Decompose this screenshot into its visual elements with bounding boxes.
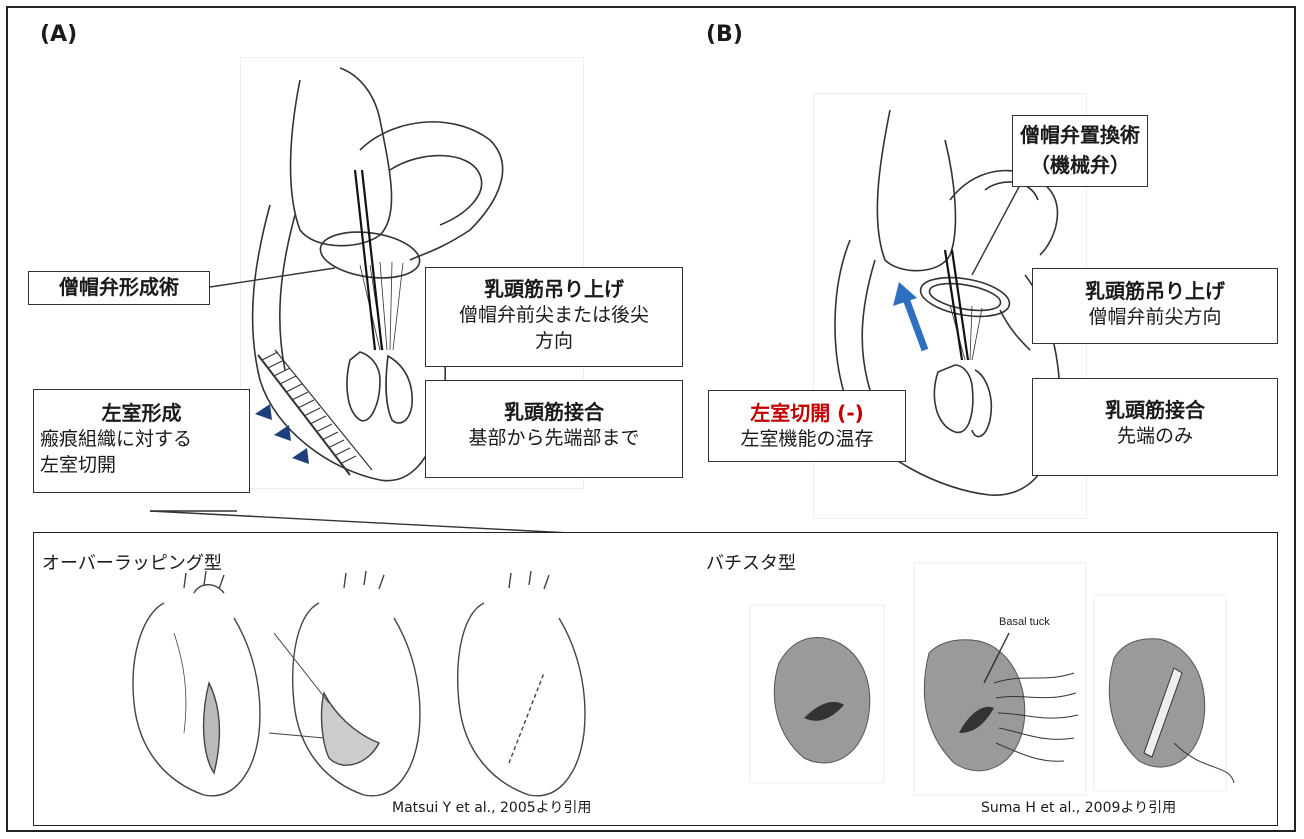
pm-suspension-box-b: 乳頭筋吊り上げ 僧帽弁前尖方向 bbox=[1032, 268, 1278, 344]
mvr-line2: （機械弁） bbox=[1013, 150, 1147, 180]
basal-tuck-label: Basal tuck bbox=[999, 616, 1050, 628]
lower-illustrations: Basal tuck bbox=[34, 533, 1279, 827]
pm-suspension-desc-b: 僧帽弁前尖方向 bbox=[1033, 304, 1277, 330]
overlap-heart-3 bbox=[458, 571, 585, 796]
batista-heart-3 bbox=[1094, 595, 1234, 791]
mvr-box: 僧帽弁置換術 （機械弁） bbox=[1012, 115, 1148, 187]
lower-panel: オーバーラッピング型 バチスタ型 Matsui Y et al., 2005より… bbox=[33, 532, 1278, 826]
pm-approx-title-b: 乳頭筋接合 bbox=[1033, 397, 1277, 423]
batista-heart-2: Basal tuck bbox=[914, 563, 1086, 795]
lv-incision-desc: 左室機能の温存 bbox=[709, 426, 905, 452]
pm-suspension-title-b: 乳頭筋吊り上げ bbox=[1033, 278, 1277, 304]
batista-heart-1 bbox=[750, 605, 884, 783]
mvr-line1: 僧帽弁置換術 bbox=[1013, 120, 1147, 150]
pm-approx-box-b: 乳頭筋接合 先端のみ bbox=[1032, 378, 1278, 476]
overlap-heart-2 bbox=[269, 571, 420, 796]
lv-incision-box: 左室切開 (-) 左室機能の温存 bbox=[708, 390, 906, 462]
overlap-heart-1 bbox=[133, 571, 260, 796]
pm-approx-desc-b: 先端のみ bbox=[1033, 423, 1277, 449]
lv-incision-title: 左室切開 (-) bbox=[709, 400, 905, 426]
